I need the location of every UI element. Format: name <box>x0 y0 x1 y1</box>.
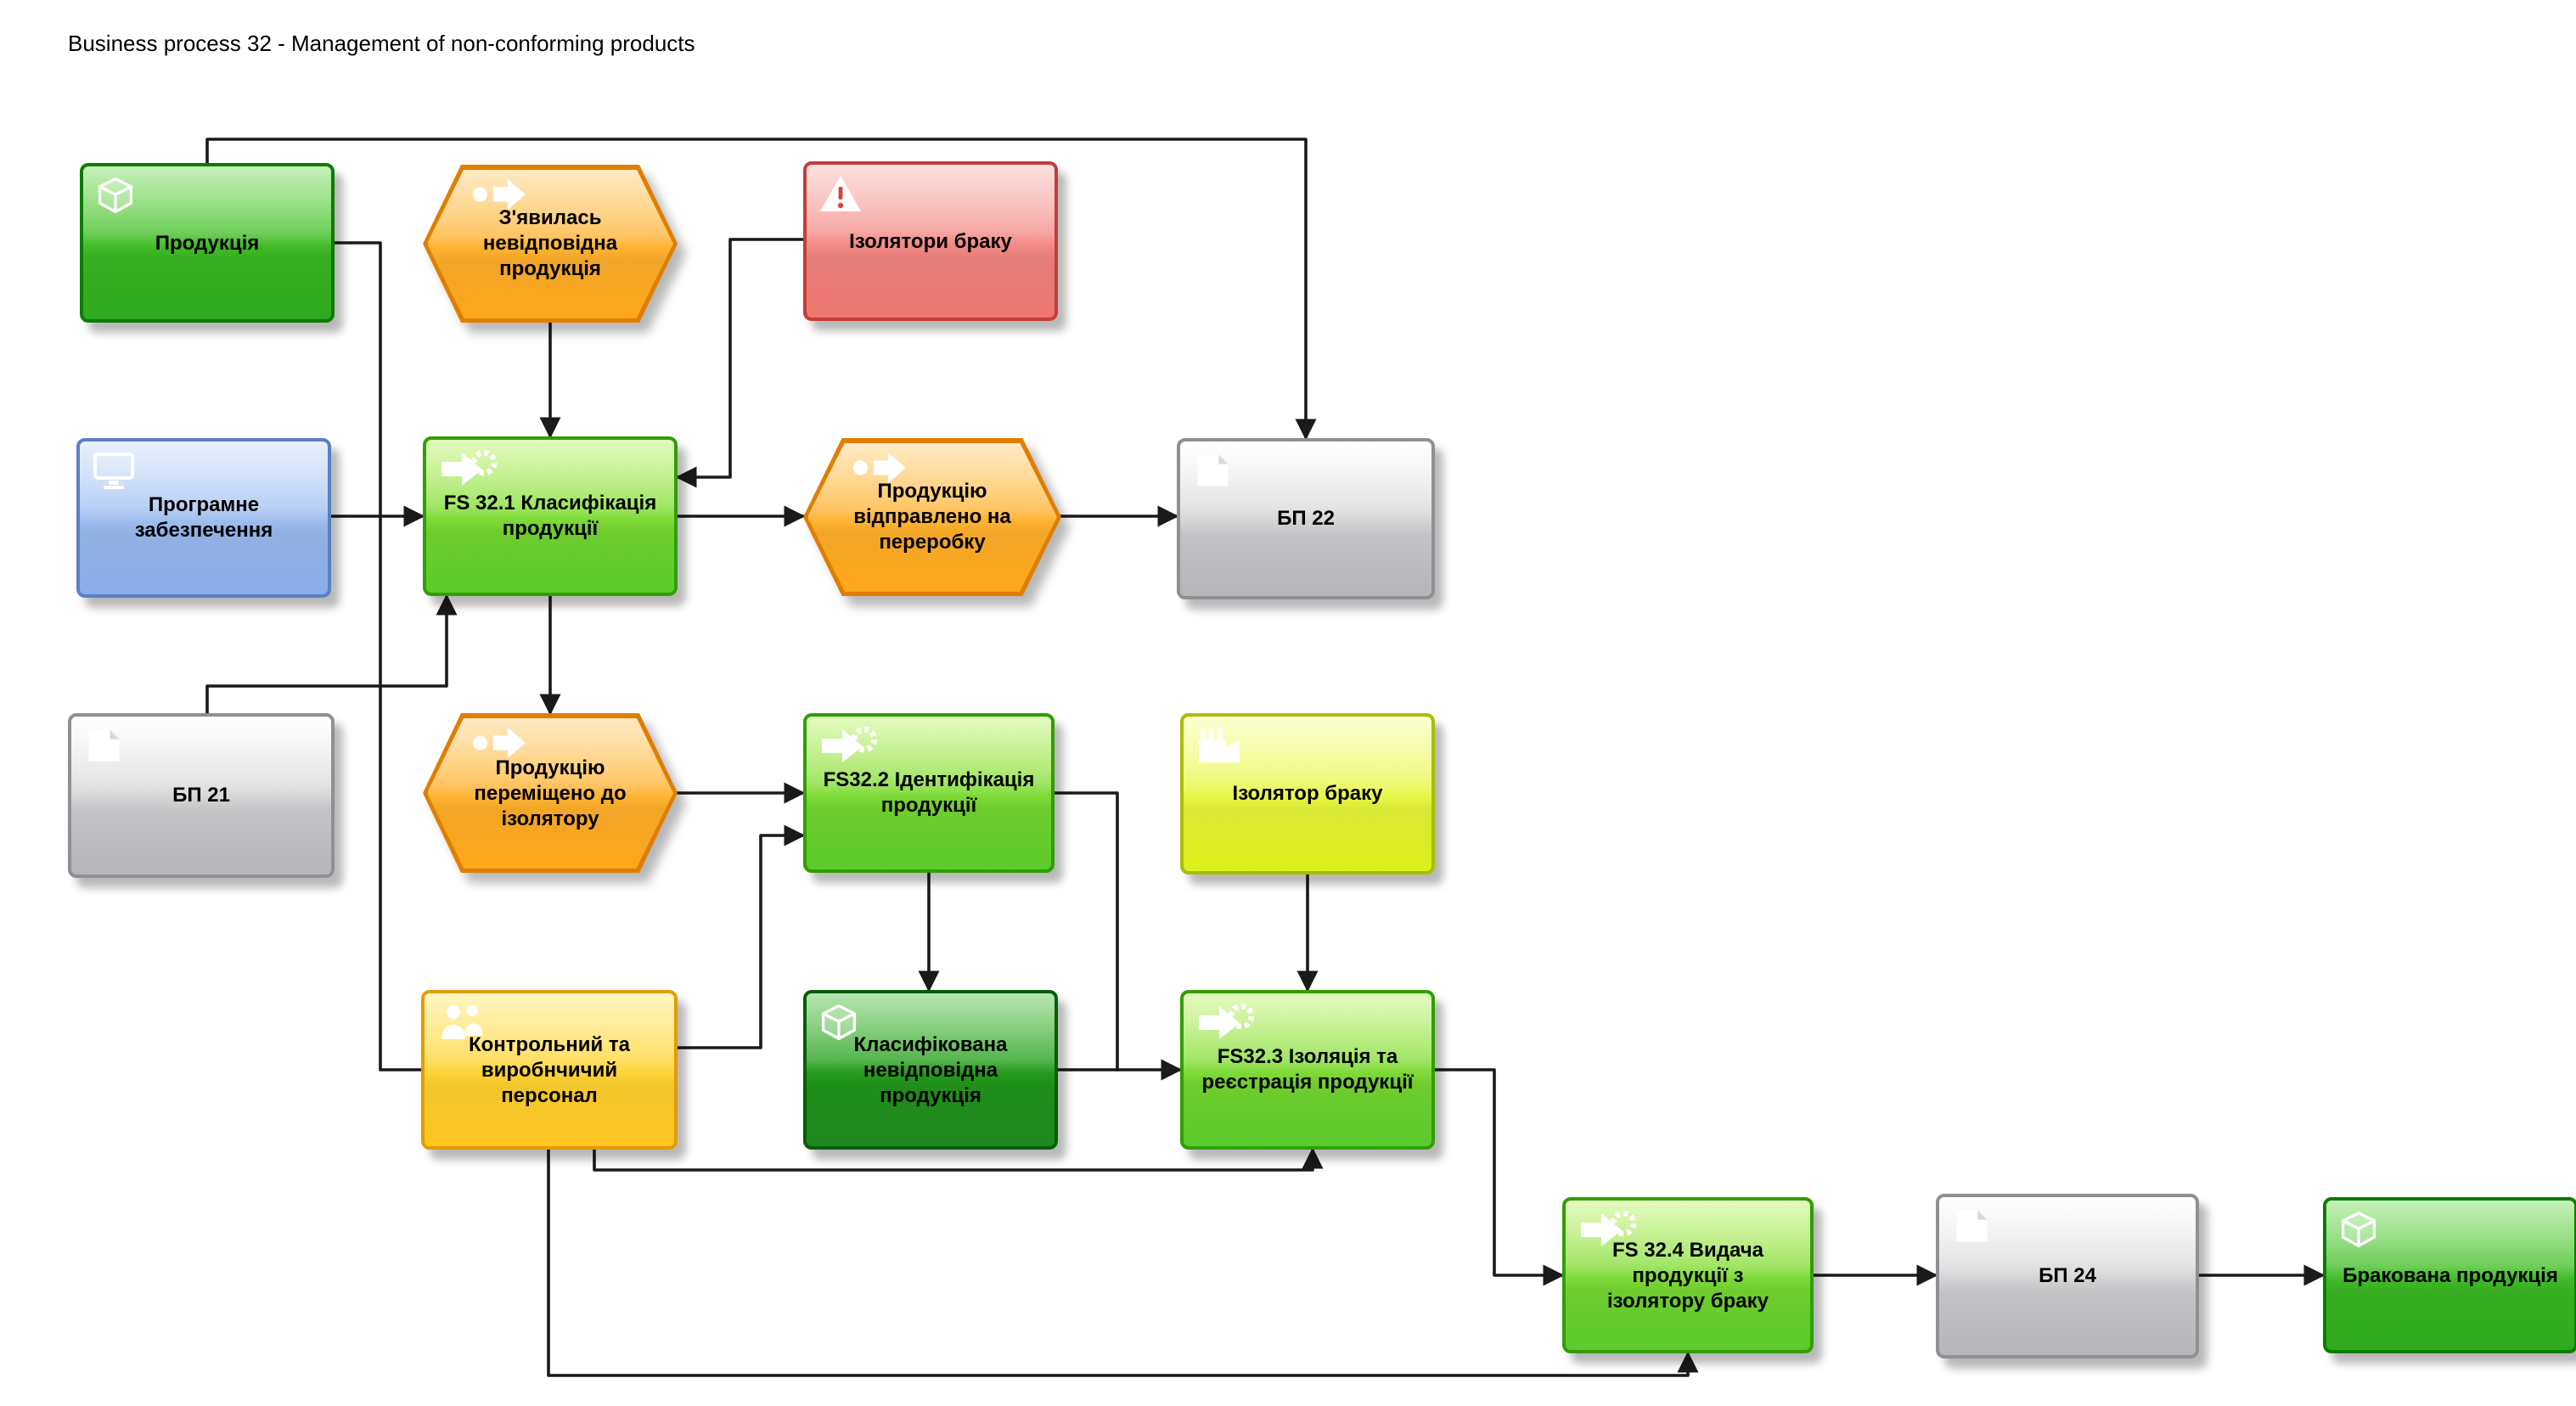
hexagon-fill <box>807 442 1057 592</box>
connector-defect-isolators-to-fs-32-1 <box>675 238 805 488</box>
connector-product-to-personnel <box>333 241 423 1071</box>
node-defective-product[interactable]: Бракована продукція <box>2323 1197 2576 1353</box>
node-event-nonconforming[interactable]: З'явилась невідповідна продукція <box>423 165 678 323</box>
node-classified-product[interactable]: Класифікована невідповідна продукція <box>803 990 1058 1150</box>
node-label: FS 32.1 Класифікація продукції <box>443 491 657 540</box>
node-event-sent-rework[interactable]: Продукцію відправлено на переробку <box>803 438 1061 596</box>
hexagon-fill <box>427 717 673 869</box>
node-bp-22[interactable]: БП 22 <box>1177 438 1435 599</box>
process-icon <box>1195 1002 1260 1043</box>
node-label: Контрольний та виробнчичий персонал <box>468 1032 631 1106</box>
node-label: FS32.2 Ідентифікація продукції <box>823 768 1035 817</box>
node-label: БП 22 <box>1277 506 1335 530</box>
node-defect-isolator[interactable]: Ізолятор браку <box>1180 713 1435 875</box>
node-fs-32-4[interactable]: FS 32.4 Видача продукції з ізолятору бра… <box>1562 1197 1814 1353</box>
node-label: Продукція <box>155 230 260 254</box>
cube-icon <box>2338 1209 2379 1250</box>
node-label: Програмне забезпечення <box>134 492 273 542</box>
node-fs-32-3[interactable]: FS32.3 Ізоляція та реєстрація продукції <box>1180 990 1435 1150</box>
connector-fs-32-3-to-fs-32-4 <box>1433 1068 1565 1286</box>
node-product[interactable]: Продукція <box>80 163 335 323</box>
node-label: БП 24 <box>2039 1263 2096 1287</box>
node-label: Ізолятор браку <box>1232 781 1383 805</box>
connector-fs-32-2-to-fs-32-3 <box>1053 791 1119 1071</box>
note-icon <box>1951 1206 1992 1246</box>
node-label: FS32.3 Ізоляція та реєстрація продукції <box>1201 1044 1414 1094</box>
node-bp-24[interactable]: БП 24 <box>1936 1194 2199 1358</box>
warning-icon <box>818 173 863 214</box>
node-label: Продукцію відправлено на переробку <box>853 479 1011 554</box>
node-label: БП 21 <box>172 783 230 807</box>
cube-icon <box>95 175 136 216</box>
node-label: Ізолятори браку <box>849 228 1012 252</box>
node-fs-32-2[interactable]: FS32.2 Ідентифікація продукції <box>803 713 1055 873</box>
node-bp-21[interactable]: БП 21 <box>68 713 335 878</box>
monitor-icon <box>92 450 136 491</box>
process-icon <box>818 725 883 766</box>
node-label: Продукцію переміщено до ізолятору <box>474 755 627 830</box>
node-fs-32-1[interactable]: FS 32.1 Класифікація продукції <box>423 436 678 596</box>
node-personnel[interactable]: Контрольний та виробнчичий персонал <box>421 990 678 1150</box>
connector-bp-21-to-fs-32-1 <box>205 593 458 715</box>
cube-icon <box>818 1002 859 1043</box>
people-icon <box>436 1002 487 1043</box>
factory-icon <box>1195 725 1243 766</box>
connector-personnel-to-fs-32-2 <box>676 824 806 1049</box>
connector-personnel-to-fs-32-4 <box>547 1148 1699 1377</box>
note-icon <box>83 725 124 766</box>
event-arrow-icon <box>470 725 529 761</box>
event-arrow-icon <box>851 450 909 486</box>
node-label: Класифікована невідповідна продукція <box>853 1032 1008 1106</box>
node-label: Бракована продукція <box>2343 1263 2558 1286</box>
node-label: З'явилась невідповідна продукція <box>482 205 618 280</box>
connector-product-to-bp-22 <box>205 138 1317 441</box>
node-label: FS 32.4 Видача продукції з ізолятору бра… <box>1607 1237 1769 1312</box>
hexagon-fill <box>427 169 673 318</box>
node-software[interactable]: Програмне забезпечення <box>76 438 331 598</box>
note-icon <box>1192 450 1233 491</box>
process-icon <box>1578 1209 1642 1250</box>
diagram-title: Business process 32 - Management of non-… <box>68 31 695 56</box>
process-icon <box>438 448 503 489</box>
connector-personnel-to-fs-32-3 <box>593 1147 1324 1172</box>
node-event-moved-isolator[interactable]: Продукцію переміщено до ізолятору <box>423 713 678 873</box>
event-arrow-icon <box>470 177 529 212</box>
node-defect-isolators[interactable]: Ізолятори браку <box>803 161 1058 321</box>
